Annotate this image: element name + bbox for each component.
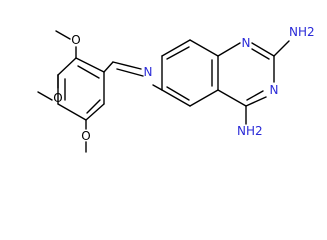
quinazoline-benzo-ring xyxy=(161,39,219,107)
bond-ch-ar1 xyxy=(103,61,114,73)
bond-ar2-ar3 xyxy=(57,57,77,76)
quinazoline-pyrimidine-ring xyxy=(217,42,275,107)
bond-c8-c7 xyxy=(161,39,191,57)
bond-n3-c4 xyxy=(245,96,267,107)
bond-c6-imine-n xyxy=(152,84,163,91)
bond-ar1-ar2-inner xyxy=(77,65,100,79)
bond-n3-c4-inner xyxy=(246,90,264,101)
atom-label-imine-n: N xyxy=(144,65,153,79)
bond-ar4-ar5 xyxy=(57,103,87,121)
bond-n1-c2-inner xyxy=(251,48,270,60)
bond-c6-c5 xyxy=(161,89,191,107)
atom-label-nh2-bottom: NH2 xyxy=(237,124,263,138)
atom-label-n1: N xyxy=(242,36,251,50)
bond-ar5-ar6 xyxy=(85,103,105,121)
bond-o-top-me xyxy=(55,30,71,40)
bond-c8-c7-inner xyxy=(166,46,190,60)
atom-label-n3: N xyxy=(270,83,279,97)
trimethoxyphenyl-ring xyxy=(57,57,114,121)
bond-n1-c2 xyxy=(251,42,275,57)
bond-o-mid-me xyxy=(37,91,53,101)
bond-imine-n-ch-inner xyxy=(116,68,144,77)
atom-label-nh2-top: NH2 xyxy=(289,25,315,39)
bond-c8a-c8 xyxy=(189,39,219,57)
bond-ar5-ar6-inner xyxy=(86,99,101,114)
bond-c4-c4a xyxy=(217,89,247,107)
molecule-structure-diagram: N N NH2 NH2 N O O O xyxy=(37,25,315,153)
atom-label-o-bottom: O xyxy=(81,129,90,143)
bond-c2-nh2 xyxy=(273,40,290,57)
atom-label-o-top: O xyxy=(71,33,80,47)
bond-c6-c5-inner xyxy=(166,86,190,101)
bond-ar1-ar2 xyxy=(75,57,105,73)
bond-imine-n-ch xyxy=(112,61,142,70)
bond-c8a-n1 xyxy=(217,42,241,57)
atom-label-o-mid: O xyxy=(53,91,62,105)
bond-c5-c4a xyxy=(189,89,219,107)
